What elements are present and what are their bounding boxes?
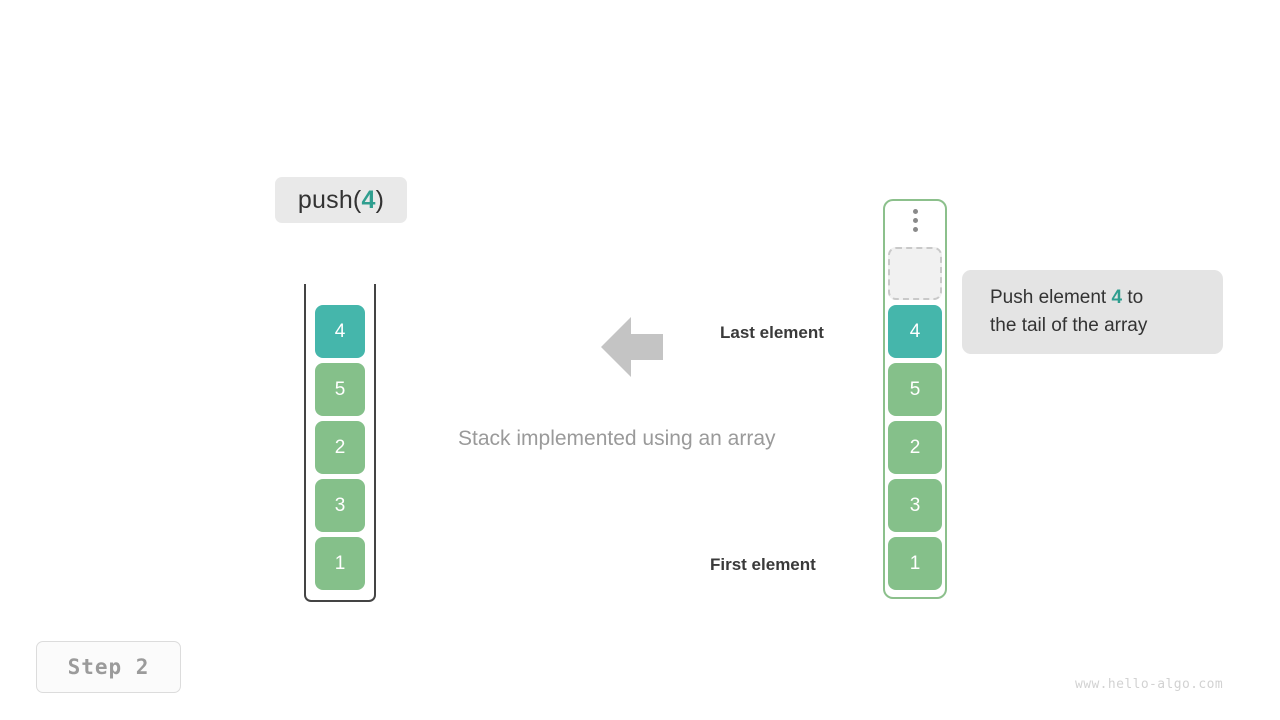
dot — [912, 218, 918, 223]
stack-item: 5 — [315, 363, 365, 416]
operation-label: push(4) — [275, 177, 407, 223]
operation-suffix: ) — [375, 185, 385, 214]
step-badge: Step 2 — [36, 641, 181, 693]
diagram-subtitle: Stack implemented using an array — [458, 427, 776, 450]
array-item: 1 — [888, 537, 942, 590]
arrow-left-icon — [601, 315, 663, 379]
array-item: 3 — [888, 479, 942, 532]
array-item-list: 4 5 2 3 1 — [888, 247, 942, 590]
tooltip-prefix: Push element — [990, 287, 1112, 308]
tooltip-box: Push element 4 to the tail of the array — [962, 270, 1223, 354]
dot — [912, 227, 918, 232]
tooltip-line-1: Push element 4 to — [990, 284, 1195, 312]
watermark: www.hello-algo.com — [1075, 677, 1224, 692]
array-slot-empty — [888, 247, 942, 300]
stack-item: 1 — [315, 537, 365, 590]
stack-item: 2 — [315, 421, 365, 474]
stack-item-list: 4 5 2 3 1 — [315, 305, 365, 590]
caption-last-element: Last element — [720, 323, 824, 342]
array-visualization: 4 5 2 3 1 — [883, 199, 947, 599]
dot — [912, 209, 918, 214]
stack-item: 3 — [315, 479, 365, 532]
caption-first-element: First element — [710, 555, 816, 574]
array-item: 5 — [888, 363, 942, 416]
array-item: 4 — [888, 305, 942, 358]
stack-item: 4 — [315, 305, 365, 358]
array-item: 2 — [888, 421, 942, 474]
vertical-dots-icon — [883, 209, 947, 232]
tooltip-line-2: the tail of the array — [990, 315, 1148, 336]
operation-value: 4 — [361, 185, 376, 214]
tooltip-suffix: to — [1122, 287, 1144, 308]
stack-container-frame — [304, 284, 376, 602]
tooltip-value: 4 — [1111, 287, 1123, 308]
operation-prefix: push( — [297, 185, 362, 214]
stack-visualization: 4 5 2 3 1 — [304, 284, 376, 602]
